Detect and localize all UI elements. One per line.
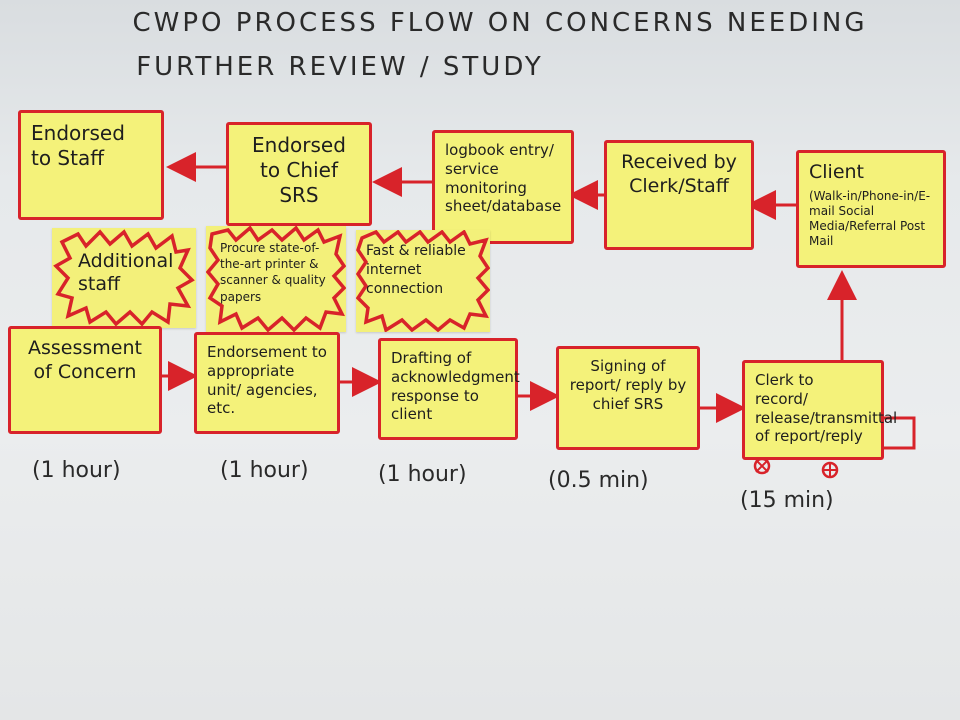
node-drafting: Drafting of acknowledgment response to c…	[378, 338, 520, 440]
node-signing: Signing of report/ reply by chief SRS	[556, 346, 700, 450]
node-clerk-release-label: Clerk to record/ release/transmittal of …	[755, 371, 898, 446]
node-assessment: Assessment of Concern	[8, 326, 162, 434]
node-assessment-label: Assessment of Concern	[28, 337, 142, 383]
node-endorsed-to-staff-label: Endorsed to Staff	[31, 121, 125, 170]
time-assessment: (1 hour)	[32, 458, 121, 483]
node-endorsed-to-staff: Endorsed to Staff	[18, 110, 164, 220]
internet-label: Fast & reliable internet connection	[366, 243, 466, 297]
procure-label: Procure state-of-the-art printer & scann…	[220, 241, 326, 304]
improvement-additional-staff: Additional staff	[52, 228, 196, 328]
time-clerk: (15 min)	[740, 488, 834, 513]
node-client-title: Client	[809, 161, 865, 183]
additional-staff-label: Additional staff	[78, 250, 174, 295]
node-endorsed-to-chief: Endorsed to Chief SRS	[226, 122, 372, 226]
node-client: Client (Walk-in/Phone-in/E-mail Social M…	[796, 150, 946, 268]
plus-marker	[821, 461, 839, 479]
node-signing-label: Signing of report/ reply by chief SRS	[569, 357, 687, 413]
node-endorsed-to-chief-label: Endorsed to Chief SRS	[252, 133, 346, 207]
node-client-channels: (Walk-in/Phone-in/E-mail Social Media/Re…	[809, 188, 931, 248]
node-logbook: logbook entry/ service monitoring sheet/…	[432, 130, 574, 244]
time-endorsement: (1 hour)	[220, 458, 309, 483]
loop-clerk	[884, 416, 916, 450]
node-endorsement-label: Endorsement to appropriate unit/ agencie…	[207, 343, 327, 418]
time-signing: (0.5 min)	[548, 468, 649, 493]
node-endorsement: Endorsement to appropriate unit/ agencie…	[194, 332, 340, 434]
diagram-title-line1: CWPO PROCESS FLOW ON CONCERNS NEEDING	[132, 8, 868, 38]
improvement-procure-printer: Procure state-of-the-art printer & scann…	[206, 226, 346, 332]
node-received-label: Received by Clerk/Staff	[621, 151, 737, 197]
node-drafting-label: Drafting of acknowledgment response to c…	[391, 349, 520, 424]
improvement-internet: Fast & reliable internet connection	[356, 230, 490, 332]
diagram-title-line2: FURTHER REVIEW / STUDY	[136, 52, 544, 82]
node-logbook-label: logbook entry/ service monitoring sheet/…	[445, 141, 562, 216]
node-received: Received by Clerk/Staff	[604, 140, 754, 250]
time-drafting: (1 hour)	[378, 462, 467, 487]
node-clerk-release: Clerk to record/ release/transmittal of …	[742, 360, 898, 460]
